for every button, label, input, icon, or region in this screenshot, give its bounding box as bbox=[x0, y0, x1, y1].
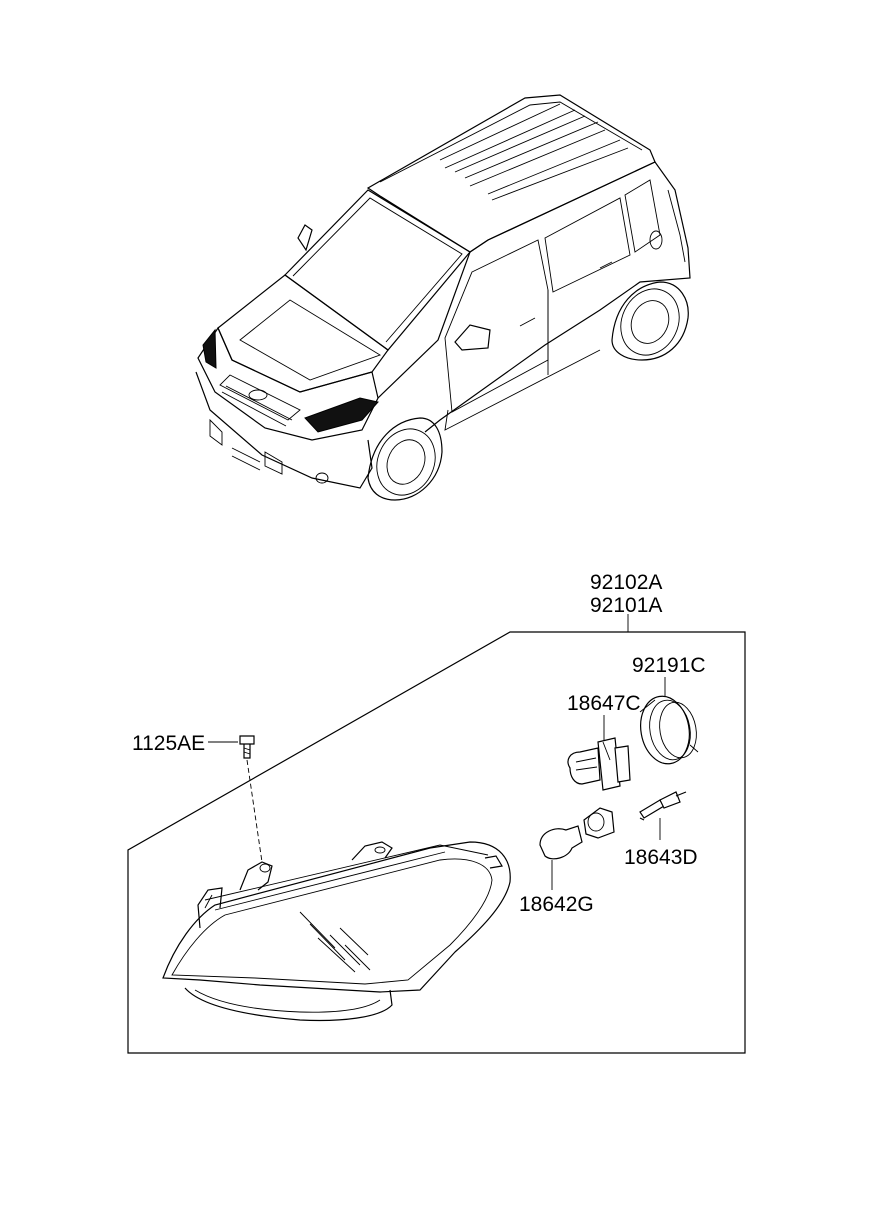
screw-part bbox=[208, 735, 263, 863]
label-92102A: 92102A bbox=[590, 571, 662, 594]
label-92191C: 92191C bbox=[632, 654, 706, 677]
headlamp-bulb-part bbox=[567, 715, 631, 791]
turn-bulb-part bbox=[539, 807, 615, 890]
label-1125AE: 1125AE bbox=[132, 732, 205, 755]
assembly-frame bbox=[127, 614, 746, 1054]
side-bulb-part bbox=[639, 791, 687, 840]
socket-cover-part bbox=[639, 677, 699, 765]
label-18642G: 18642G bbox=[519, 893, 594, 916]
headlamp-assembly bbox=[162, 841, 511, 1022]
vehicle-illustration bbox=[195, 94, 691, 501]
label-92101A: 92101A bbox=[590, 594, 662, 617]
label-18643D: 18643D bbox=[624, 846, 698, 869]
label-18647C: 18647C bbox=[567, 692, 641, 715]
